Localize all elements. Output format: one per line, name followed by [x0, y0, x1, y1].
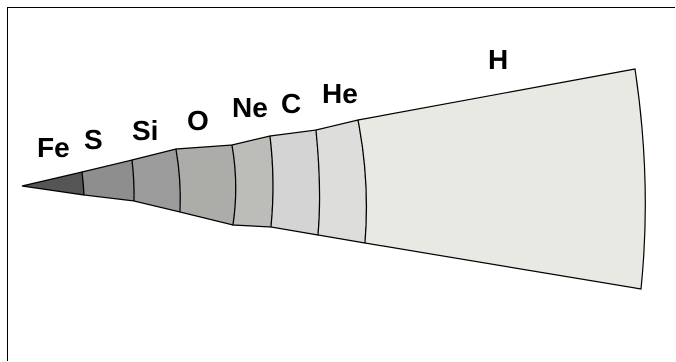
shell-fe [21, 171, 85, 196]
shell-s [81, 159, 135, 202]
shell-h [357, 68, 646, 290]
diagram-frame [7, 7, 675, 361]
shell-o [175, 144, 237, 226]
label-fe: Fe [37, 132, 70, 163]
shell-c [269, 129, 321, 236]
shell-he [315, 119, 368, 244]
label-h: H [488, 44, 508, 75]
label-s: S [84, 124, 103, 155]
label-c: C [281, 88, 301, 119]
label-he: He [322, 78, 358, 109]
label-ne: Ne [232, 92, 268, 123]
shell-si [131, 148, 181, 213]
label-si: Si [132, 115, 158, 146]
shell-ne [231, 135, 274, 228]
label-o: O [187, 105, 209, 136]
